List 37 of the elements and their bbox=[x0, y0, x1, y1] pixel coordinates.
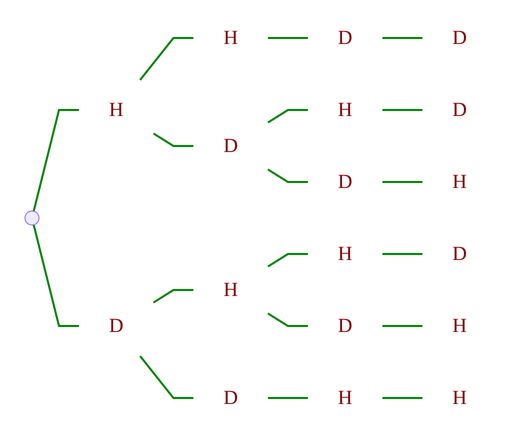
node-text: H bbox=[452, 171, 466, 193]
connector bbox=[382, 37, 422, 39]
connector bbox=[32, 109, 79, 212]
connector bbox=[382, 325, 422, 327]
node-text: H bbox=[223, 279, 238, 301]
node-text: D bbox=[452, 243, 466, 265]
node-text: D bbox=[223, 135, 238, 157]
node-text: H bbox=[338, 387, 352, 409]
node-point bbox=[24, 210, 40, 226]
connector bbox=[266, 168, 308, 183]
node-text: H bbox=[452, 315, 466, 337]
connector bbox=[138, 355, 194, 399]
node-text: H bbox=[223, 27, 238, 49]
connector bbox=[266, 253, 308, 268]
node-text: D bbox=[108, 315, 124, 337]
node-text: H bbox=[338, 99, 352, 121]
node-text: D bbox=[338, 315, 352, 337]
node-text: D bbox=[338, 27, 352, 49]
connector bbox=[266, 109, 308, 124]
connector bbox=[382, 109, 422, 111]
connector bbox=[268, 397, 308, 399]
connector bbox=[138, 37, 194, 81]
node-text: D bbox=[452, 27, 466, 49]
connector bbox=[152, 132, 194, 147]
connector bbox=[382, 397, 422, 399]
connector bbox=[266, 312, 308, 327]
node-text: H bbox=[338, 243, 352, 265]
connector bbox=[268, 37, 308, 39]
node-text: H bbox=[452, 387, 466, 409]
node-text: H bbox=[108, 99, 124, 121]
connector bbox=[382, 253, 422, 255]
node-text: D bbox=[338, 171, 352, 193]
connector bbox=[382, 181, 422, 183]
connector bbox=[152, 289, 194, 304]
node-text: D bbox=[452, 99, 466, 121]
connector bbox=[32, 224, 79, 327]
node-text: D bbox=[223, 387, 238, 409]
